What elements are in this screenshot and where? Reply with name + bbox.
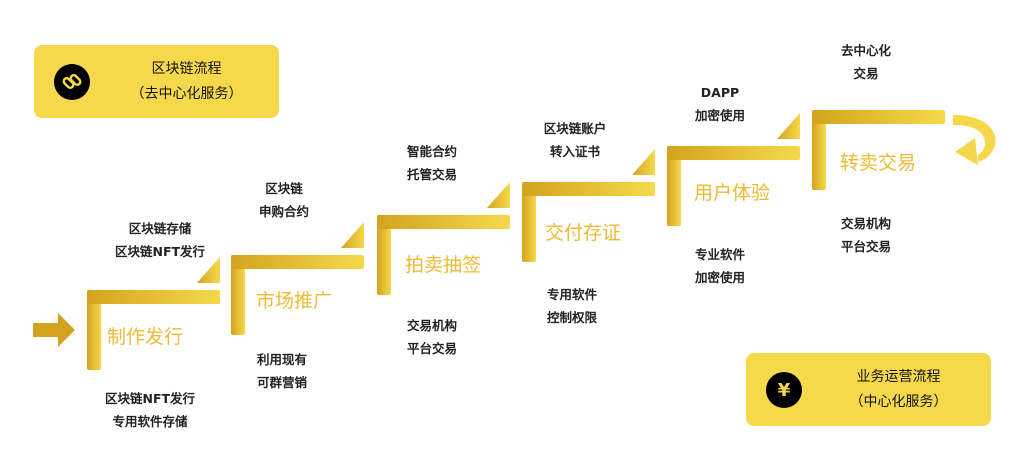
note-line: 专用软件存储 xyxy=(112,414,188,429)
note-line: 区块链NFT发行 xyxy=(104,391,196,406)
note-line: 申购合约 xyxy=(258,204,310,219)
step-vertical-bar xyxy=(231,255,245,335)
note-line: 智能合约 xyxy=(406,144,458,159)
note-line: 去中心化 xyxy=(840,43,892,58)
step-note-above: 区块链申购合约 xyxy=(259,177,309,223)
start-arrow-icon xyxy=(33,313,75,347)
note-line: 控制权限 xyxy=(546,310,598,325)
note-line: 交易机构 xyxy=(840,216,892,231)
note-line: 区块链NFT发行 xyxy=(114,244,206,259)
step-horizontal-bar xyxy=(667,146,800,160)
note-line: 托管交易 xyxy=(406,167,458,182)
note-line: 区块链存储 xyxy=(128,221,192,236)
step-note-below: 区块链NFT发行专用软件存储 xyxy=(105,387,195,433)
step-note-below: 交易机构平台交易 xyxy=(841,212,891,258)
step-note-above: 去中心化交易 xyxy=(841,39,891,85)
legend-title: 业务运营流程 xyxy=(856,369,941,385)
note-line: 平台交易 xyxy=(840,239,892,254)
step-label: 交付存证 xyxy=(545,222,622,244)
note-line: 区块链账户 xyxy=(543,121,607,136)
step-note-below: 专用软件控制权限 xyxy=(547,283,597,329)
note-line: 专业软件 xyxy=(694,247,746,262)
step-label: 制作发行 xyxy=(107,326,184,348)
step-triangle xyxy=(777,113,800,139)
note-line: DAPP xyxy=(700,85,740,100)
step-label: 用户体验 xyxy=(694,182,771,204)
step-note-above: 区块链账户转入证书 xyxy=(544,117,607,163)
note-line: 交易机构 xyxy=(406,318,458,333)
legend-subtitle: （中心化服务） xyxy=(849,394,948,410)
step-triangle xyxy=(341,222,364,248)
step-vertical-bar xyxy=(667,146,681,226)
step-note-above: DAPP 加密使用 xyxy=(695,81,745,127)
step-note-below: 专业软件加密使用 xyxy=(695,243,745,289)
step-note-below: 利用现有可群营销 xyxy=(257,348,307,394)
step-note-above: 智能合约托管交易 xyxy=(407,140,457,186)
step-vertical-bar xyxy=(522,182,536,262)
step-horizontal-bar xyxy=(377,215,510,229)
yen-icon: ¥ xyxy=(766,372,802,408)
step-triangle xyxy=(197,257,220,283)
legend-subtitle: （去中心化服务） xyxy=(130,86,243,102)
step-label: 市场推广 xyxy=(256,290,333,312)
step-triangle xyxy=(487,182,510,208)
step-vertical-bar xyxy=(377,215,391,295)
legend-business-process: ¥ 业务运营流程 （中心化服务） xyxy=(746,353,991,426)
step-label: 转卖交易 xyxy=(840,152,917,174)
legend-title: 区块链流程 xyxy=(151,61,222,77)
step-label: 拍卖抽签 xyxy=(405,254,482,276)
legend-blockchain-process: 区块链流程 （去中心化服务） xyxy=(34,45,279,118)
note-line: 交易 xyxy=(853,66,879,81)
step-horizontal-bar xyxy=(87,290,220,304)
step-note-above: 区块链存储区块链NFT发行 xyxy=(115,217,205,263)
step-vertical-bar xyxy=(812,110,826,190)
note-line: 加密使用 xyxy=(694,270,746,285)
step-triangle xyxy=(632,149,655,175)
note-line: 平台交易 xyxy=(406,341,458,356)
step-horizontal-bar xyxy=(231,255,364,269)
note-line: 可群营销 xyxy=(256,375,308,390)
note-line: 加密使用 xyxy=(694,108,746,123)
loop-arrow-icon xyxy=(953,115,996,165)
note-line: 转入证书 xyxy=(549,144,601,159)
step-horizontal-bar xyxy=(812,110,945,124)
note-line: 专用软件 xyxy=(546,287,598,302)
link-icon xyxy=(54,64,90,100)
step-horizontal-bar xyxy=(522,182,655,196)
step-note-below: 交易机构平台交易 xyxy=(407,314,457,360)
note-line: 区块链 xyxy=(265,181,303,196)
step-vertical-bar xyxy=(87,290,101,370)
note-line: 利用现有 xyxy=(256,352,308,367)
